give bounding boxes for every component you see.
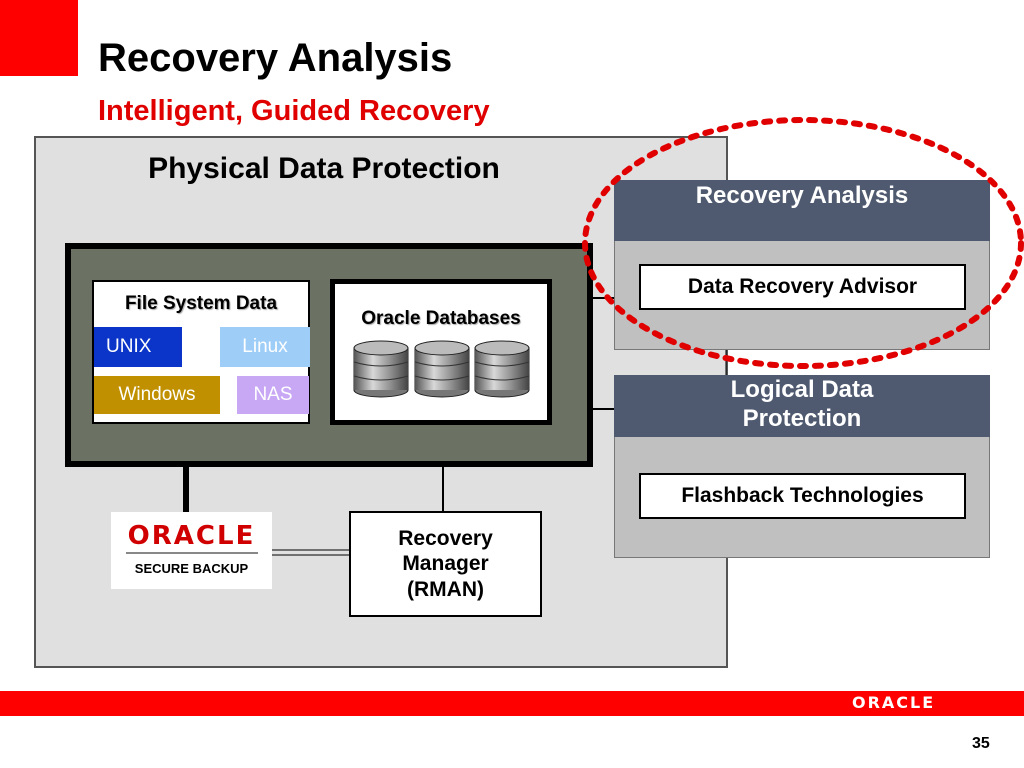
rman-box: Recovery Manager (RMAN) — [349, 511, 542, 617]
database-icon — [474, 340, 530, 398]
platform-linux: Linux — [220, 327, 310, 367]
flashback-technologies-box: Flashback Technologies — [639, 473, 966, 519]
secure-backup-divider — [126, 552, 258, 554]
data-recovery-advisor-box: Data Recovery Advisor — [639, 264, 966, 310]
database-cylinders — [353, 340, 530, 398]
recovery-analysis-heading: Recovery Analysis — [614, 180, 990, 241]
secure-backup-label: SECURE BACKUP — [134, 561, 249, 576]
database-icon — [353, 340, 409, 398]
logical-protection-heading-line: Protection — [742, 404, 862, 432]
oracle-databases-title: Oracle Databases — [361, 308, 521, 329]
platform-unix: UNIX — [94, 327, 182, 367]
platform-nas: NAS — [237, 376, 309, 414]
secure-backup-brand: ORACLE — [127, 521, 256, 551]
page-number: 35 — [972, 735, 990, 752]
rman-line: (RMAN) — [407, 577, 484, 601]
logical-protection-heading-line: Logical Data — [730, 376, 874, 403]
footer-oracle-logo: ORACLE — [852, 693, 936, 712]
slide-subtitle: Intelligent, Guided Recovery — [98, 95, 490, 127]
slide-title: Recovery Analysis — [98, 36, 453, 80]
platform-windows: Windows — [94, 376, 220, 414]
secure-backup-logo — [111, 512, 272, 589]
footer-bar — [0, 691, 1024, 716]
corner-accent — [0, 0, 78, 76]
physical-protection-title: Physical Data Protection — [148, 152, 500, 185]
logical-protection-heading: Logical Data Protection — [614, 375, 990, 437]
database-icon — [414, 340, 470, 398]
rman-line: Recovery — [398, 527, 493, 551]
file-system-title: File System Data — [124, 293, 278, 314]
rman-line: Manager — [402, 552, 489, 576]
